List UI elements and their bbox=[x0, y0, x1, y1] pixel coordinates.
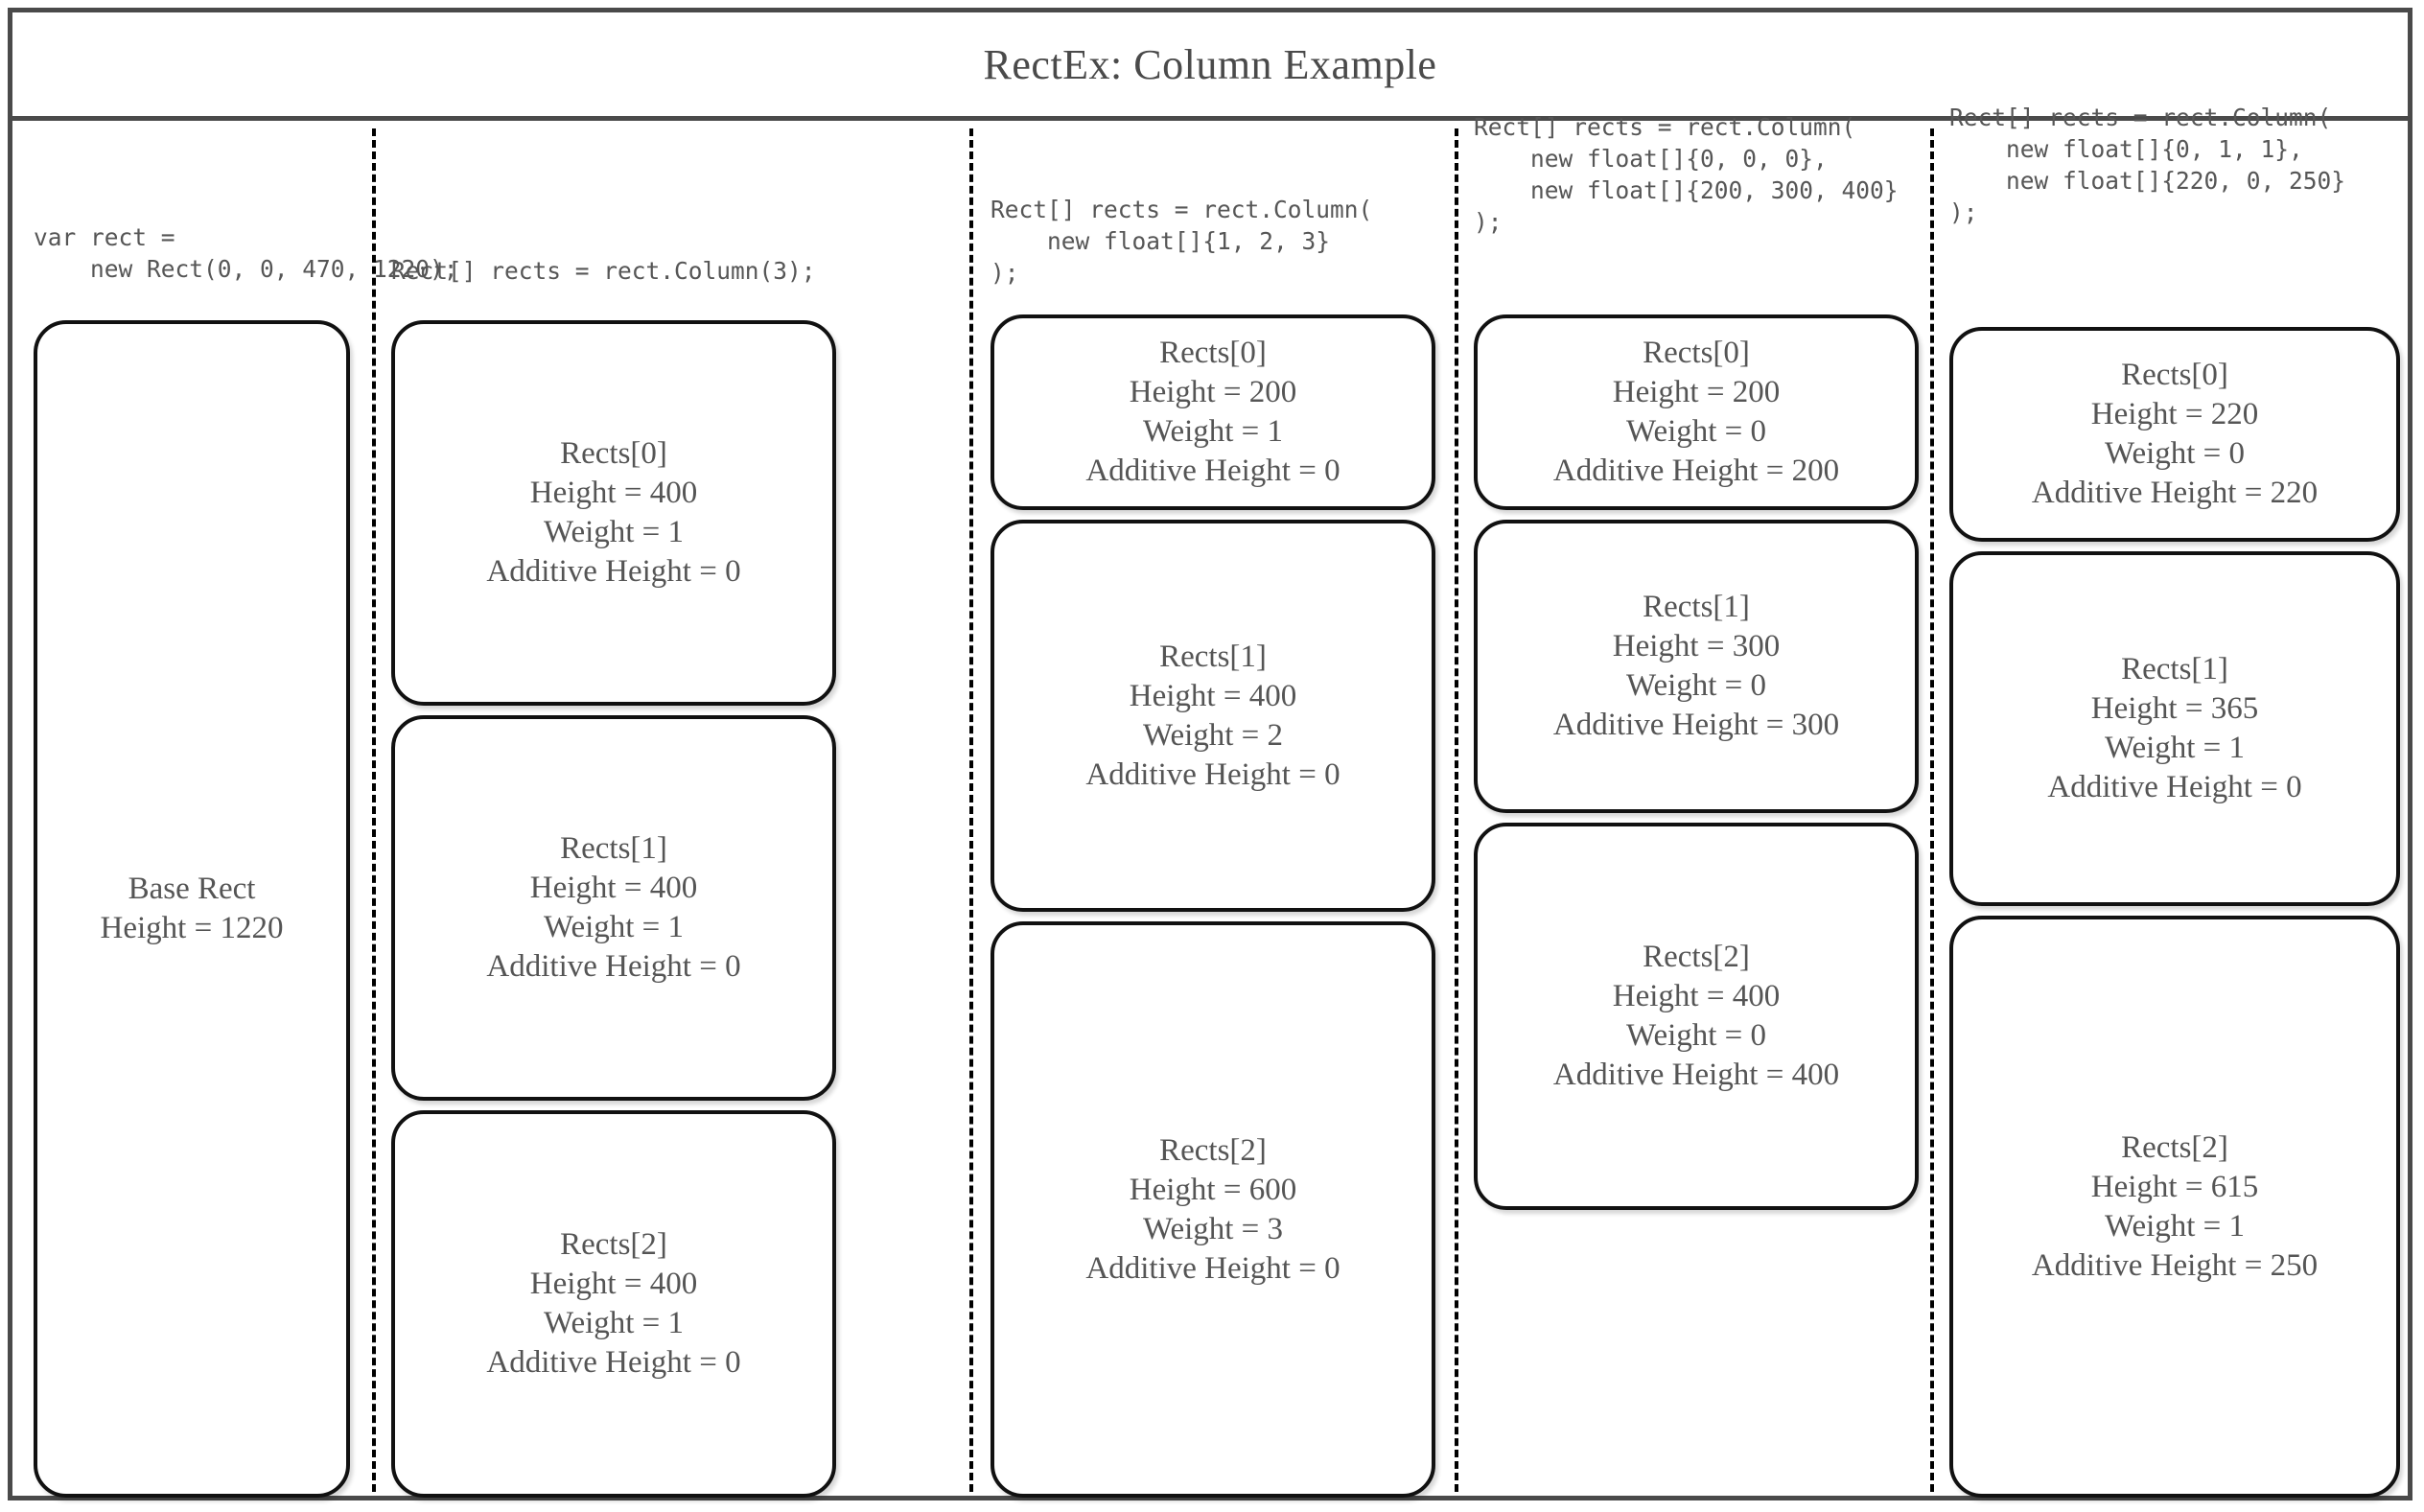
rect-box-labels: Rects[0] Height = 220 Weight = 0 Additiv… bbox=[2032, 356, 2318, 513]
rect-height: Height = 365 bbox=[2090, 691, 2259, 726]
rect-height: Height = 200 bbox=[1129, 375, 1297, 409]
rect-height: Height = 600 bbox=[1129, 1172, 1297, 1207]
rect-weight: Weight = 2 bbox=[1142, 717, 1284, 753]
rect-title: Rects[0] bbox=[2121, 358, 2228, 392]
rect-additive-height: Additive Height = 0 bbox=[1085, 1250, 1340, 1286]
rect-box-labels: Base Rect Height = 1220 bbox=[101, 870, 284, 948]
rect-additive-height: Additive Height = 400 bbox=[1552, 1058, 1840, 1092]
rect-height: Height = 400 bbox=[529, 476, 698, 510]
rect-additive-height: Additive Height = 0 bbox=[486, 1345, 741, 1380]
column-weights: Rect[] rects = rect.Column( new float[]{… bbox=[969, 121, 1455, 1498]
rect-title: Rects[2] bbox=[2121, 1129, 2228, 1165]
code-snippet-column-mixed: Rect[] rects = rect.Column( new float[]{… bbox=[1949, 104, 2346, 226]
diagram-frame: RectEx: Column Example var rect = new Re… bbox=[8, 8, 2412, 1500]
column-separator-1 bbox=[372, 128, 376, 1492]
rect-box-1[interactable]: Rects[1] Height = 365 Weight = 1 Additiv… bbox=[1949, 551, 2400, 906]
rect-height: Height = 1220 bbox=[100, 911, 284, 945]
rect-height: Height = 200 bbox=[1612, 375, 1781, 409]
columns-area: var rect = new Rect(0, 0, 470, 1220); Ba… bbox=[12, 104, 2410, 1498]
rect-title: Rects[1] bbox=[2121, 652, 2228, 686]
column-separator-4 bbox=[1930, 128, 1934, 1492]
rect-weight: Weight = 1 bbox=[1142, 414, 1284, 449]
code-snippet-column-weights: Rect[] rects = rect.Column( new float[]{… bbox=[991, 196, 1373, 287]
rect-box-1[interactable]: Rects[1] Height = 400 Weight = 1 Additiv… bbox=[391, 715, 836, 1101]
title-bar: RectEx: Column Example bbox=[12, 12, 2408, 121]
code-snippet-column-additive: Rect[] rects = rect.Column( new float[]{… bbox=[1474, 113, 1899, 236]
rect-box-labels: Rects[1] Height = 365 Weight = 1 Additiv… bbox=[2047, 650, 2301, 807]
rect-height: Height = 400 bbox=[529, 1267, 698, 1301]
rect-weight: Weight = 0 bbox=[1625, 668, 1767, 703]
rect-box-2[interactable]: Rects[2] Height = 600 Weight = 3 Additiv… bbox=[991, 921, 1435, 1498]
rect-title: Rects[0] bbox=[1159, 336, 1267, 370]
rect-weight: Weight = 3 bbox=[1142, 1211, 1284, 1246]
rect-box-1[interactable]: Rects[1] Height = 400 Weight = 2 Additiv… bbox=[991, 520, 1435, 912]
rect-box-labels: Rects[2] Height = 400 Weight = 0 Additiv… bbox=[1553, 938, 1839, 1095]
column-separator-3 bbox=[1455, 128, 1458, 1492]
rect-box-labels: Rects[2] Height = 400 Weight = 1 Additiv… bbox=[486, 1225, 740, 1383]
rect-weight: Weight = 1 bbox=[2104, 1208, 2246, 1244]
rect-weight: Weight = 1 bbox=[2104, 731, 2246, 765]
rect-additive-height: Additive Height = 200 bbox=[1552, 454, 1840, 488]
column-separator-2 bbox=[969, 128, 973, 1492]
rect-additive-height: Additive Height = 0 bbox=[486, 554, 741, 589]
rect-box-0[interactable]: Rects[0] Height = 200 Weight = 1 Additiv… bbox=[991, 314, 1435, 510]
rect-box-labels: Rects[2] Height = 600 Weight = 3 Additiv… bbox=[1085, 1131, 1340, 1289]
rect-additive-height: Additive Height = 300 bbox=[1552, 708, 1840, 742]
rect-box-labels: Rects[0] Height = 200 Weight = 1 Additiv… bbox=[1085, 334, 1340, 491]
rect-weight: Weight = 0 bbox=[2104, 436, 2246, 471]
rect-additive-height: Additive Height = 0 bbox=[1085, 756, 1340, 792]
rect-title: Rects[2] bbox=[1643, 940, 1750, 974]
rect-box-labels: Rects[1] Height = 300 Weight = 0 Additiv… bbox=[1553, 588, 1839, 745]
rect-additive-height: Additive Height = 0 bbox=[486, 949, 741, 984]
code-snippet-column-count: Rect[] rects = rect.Column(3); bbox=[391, 257, 816, 285]
rect-title: Rects[2] bbox=[560, 1227, 667, 1262]
rect-height: Height = 400 bbox=[529, 871, 698, 905]
column-base-rect: var rect = new Rect(0, 0, 470, 1220); Ba… bbox=[12, 121, 458, 1498]
code-snippet-base-rect: var rect = new Rect(0, 0, 470, 1220); bbox=[34, 223, 458, 283]
rect-box-0[interactable]: Rects[0] Height = 400 Weight = 1 Additiv… bbox=[391, 320, 836, 706]
rect-title: Rects[0] bbox=[560, 436, 667, 471]
rect-additive-height: Additive Height = 250 bbox=[2031, 1247, 2319, 1283]
rect-height: Height = 400 bbox=[1129, 678, 1297, 713]
rect-additive-height: Additive Height = 220 bbox=[2031, 476, 2319, 510]
rect-box-labels: Rects[0] Height = 400 Weight = 1 Additiv… bbox=[486, 434, 740, 592]
rect-title: Rects[0] bbox=[1643, 336, 1750, 370]
rect-title: Rects[1] bbox=[1643, 590, 1750, 624]
rect-box-2[interactable]: Rects[2] Height = 400 Weight = 0 Additiv… bbox=[1474, 823, 1919, 1210]
rect-box-labels: Rects[0] Height = 200 Weight = 0 Additiv… bbox=[1553, 334, 1839, 491]
rect-weight: Weight = 1 bbox=[543, 1306, 685, 1340]
rect-box-2[interactable]: Rects[2] Height = 400 Weight = 1 Additiv… bbox=[391, 1110, 836, 1498]
rect-weight: Weight = 0 bbox=[1625, 1018, 1767, 1053]
rect-weight: Weight = 1 bbox=[543, 910, 685, 944]
rect-weight: Weight = 0 bbox=[1625, 414, 1767, 449]
rect-box-0[interactable]: Rects[0] Height = 220 Weight = 0 Additiv… bbox=[1949, 327, 2400, 542]
rect-height: Height = 300 bbox=[1612, 629, 1781, 663]
column-count: Rect[] rects = rect.Column(3); Rects[0] … bbox=[372, 121, 969, 1498]
rect-title: Base Rect bbox=[128, 872, 256, 906]
rect-box-labels: Rects[1] Height = 400 Weight = 2 Additiv… bbox=[1085, 638, 1340, 795]
rect-height: Height = 615 bbox=[2090, 1169, 2259, 1204]
rect-additive-height: Additive Height = 0 bbox=[2047, 770, 2302, 804]
rect-box-base[interactable]: Base Rect Height = 1220 bbox=[34, 320, 350, 1498]
rect-box-0[interactable]: Rects[0] Height = 200 Weight = 0 Additiv… bbox=[1474, 314, 1919, 510]
rect-height: Height = 400 bbox=[1612, 979, 1781, 1013]
rect-weight: Weight = 1 bbox=[543, 515, 685, 549]
rect-box-labels: Rects[1] Height = 400 Weight = 1 Additiv… bbox=[486, 829, 740, 987]
column-additive: Rect[] rects = rect.Column( new float[]{… bbox=[1455, 113, 1930, 1496]
rect-box-1[interactable]: Rects[1] Height = 300 Weight = 0 Additiv… bbox=[1474, 520, 1919, 813]
rect-title: Rects[1] bbox=[1159, 639, 1267, 674]
column-mixed: Rect[] rects = rect.Column( new float[]{… bbox=[1930, 104, 2410, 1498]
rect-title: Rects[1] bbox=[560, 831, 667, 866]
rect-box-labels: Rects[2] Height = 615 Weight = 1 Additiv… bbox=[2032, 1128, 2318, 1286]
rect-box-2[interactable]: Rects[2] Height = 615 Weight = 1 Additiv… bbox=[1949, 916, 2400, 1498]
rect-title: Rects[2] bbox=[1159, 1132, 1267, 1168]
rect-height: Height = 220 bbox=[2090, 397, 2259, 431]
page-title: RectEx: Column Example bbox=[983, 40, 1437, 88]
rect-additive-height: Additive Height = 0 bbox=[1085, 454, 1340, 488]
